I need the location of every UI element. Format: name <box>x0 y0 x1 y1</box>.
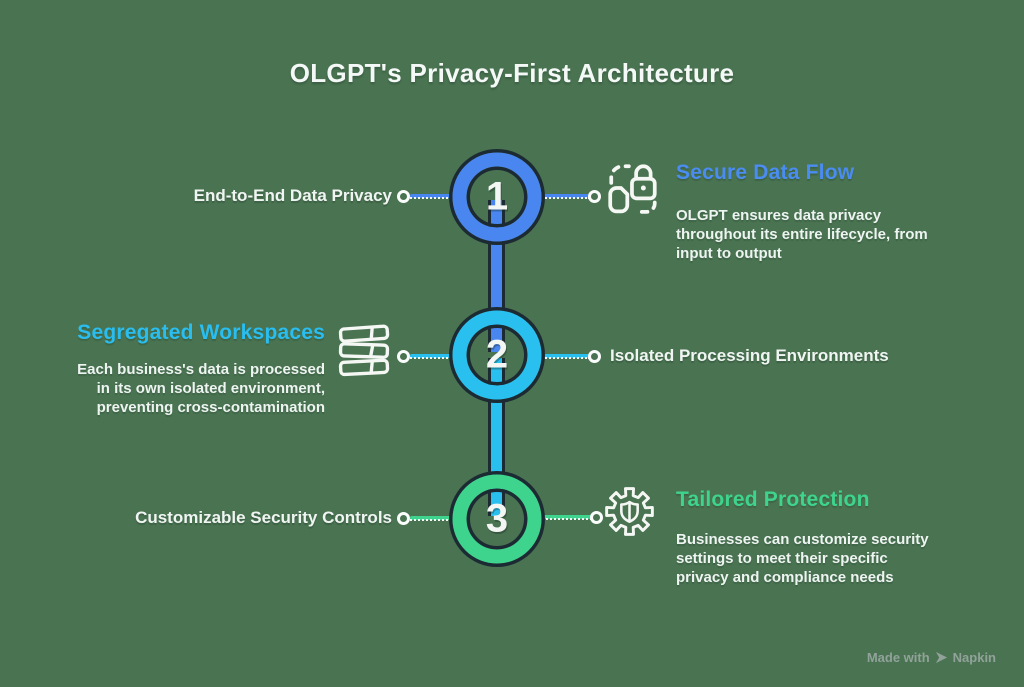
connector-line <box>410 194 452 199</box>
connector-dot <box>588 190 601 203</box>
step1-left-label: End-to-End Data Privacy <box>193 186 392 205</box>
step-number: 2 <box>485 332 509 377</box>
connector-dot <box>397 190 410 203</box>
stacked-workspaces-icon <box>334 322 394 380</box>
step1-description: OLGPT ensures data privacy throughout it… <box>676 207 928 262</box>
step3-left-label: Customizable Security Controls <box>135 508 392 527</box>
step3-description: Businesses can customize security settin… <box>676 531 929 586</box>
page-title: OLGPT's Privacy-First Architecture <box>289 58 735 88</box>
lock-document-icon <box>604 158 662 216</box>
connector-dot <box>397 350 410 363</box>
connector-line <box>542 354 590 359</box>
connector-line <box>410 354 452 359</box>
step3-heading: Tailored Protection <box>676 488 870 511</box>
connector-line <box>542 515 592 520</box>
watermark: Made with Napkin <box>867 650 996 665</box>
watermark-brand: Napkin <box>952 650 996 665</box>
step2-description: Each business's data is processed in its… <box>77 361 325 416</box>
step2-right-label: Isolated Processing Environments <box>610 346 889 365</box>
step-circle-2: 2 <box>452 310 542 400</box>
step1-heading: Secure Data Flow <box>676 161 855 184</box>
step-circle-3: 3 <box>452 474 542 564</box>
connector-dot <box>397 512 410 525</box>
step2-heading: Segregated Workspaces <box>77 321 325 344</box>
step2-text-block: Segregated Workspaces Each business's da… <box>63 321 325 417</box>
napkin-logo-icon <box>935 651 948 664</box>
connector-line <box>410 516 452 521</box>
step-circle-1: 1 <box>452 152 542 242</box>
step-number: 1 <box>485 174 509 219</box>
connector-line <box>542 194 590 199</box>
connector-dot <box>588 350 601 363</box>
step-number: 3 <box>485 496 509 541</box>
watermark-prefix: Made with <box>866 650 930 665</box>
gear-shield-icon <box>602 484 657 539</box>
connector-dot <box>590 511 603 524</box>
